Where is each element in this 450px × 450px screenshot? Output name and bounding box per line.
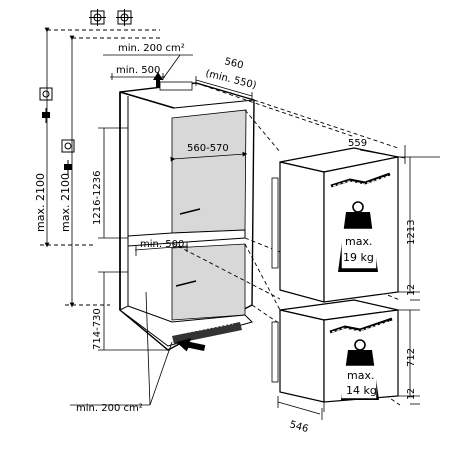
dim-lower-unit-depth: 546 [288,419,309,435]
dim-lower-gap: 12 [406,388,417,400]
dim-max-2100-outer: max. 2100 [34,173,47,232]
weight-upper-line1: max. [345,235,372,248]
weight-icon [341,339,379,400]
dim-min-500-middle: min. 500 [140,239,184,250]
airflow-up-arrow [153,72,163,88]
dim-min-500-top: min. 500 [116,65,160,76]
wall-socket-icon [89,9,106,26]
dim-niche-width: 560-570 [187,143,229,154]
lower-appliance [271,299,399,403]
plug-icon [42,108,50,123]
dim-vent-top: min. 200 cm² [118,43,185,54]
upper-appliance [271,147,399,303]
wall-socket-icon [116,9,133,26]
weight-lower-line1: max. [347,369,374,382]
dim-max-2100-inner: max. 2100 [59,173,72,232]
socket-icon [61,139,75,153]
dim-upper-unit-height: 1213 [406,220,417,245]
dim-upper-unit-width: 559 [348,138,367,149]
weight-upper-line2: 19 kg [343,251,374,264]
dim-upper-gap: 12 [406,284,417,296]
airflow-in-arrow [176,338,206,352]
niche-cabinet [119,81,255,351]
weight-icon [338,201,378,272]
dim-niche-height-lower: 714-730 [92,308,103,350]
weight-lower-line2: 14 kg [346,384,377,397]
socket-icon [39,87,53,101]
dim-niche-height-upper: 1216-1236 [92,170,103,225]
dim-lower-unit-height: 712 [406,348,417,367]
dim-niche-depth: 560 [223,56,244,71]
plug-icon [64,160,72,175]
dim-vent-bottom: min. 200 cm² [76,403,143,414]
